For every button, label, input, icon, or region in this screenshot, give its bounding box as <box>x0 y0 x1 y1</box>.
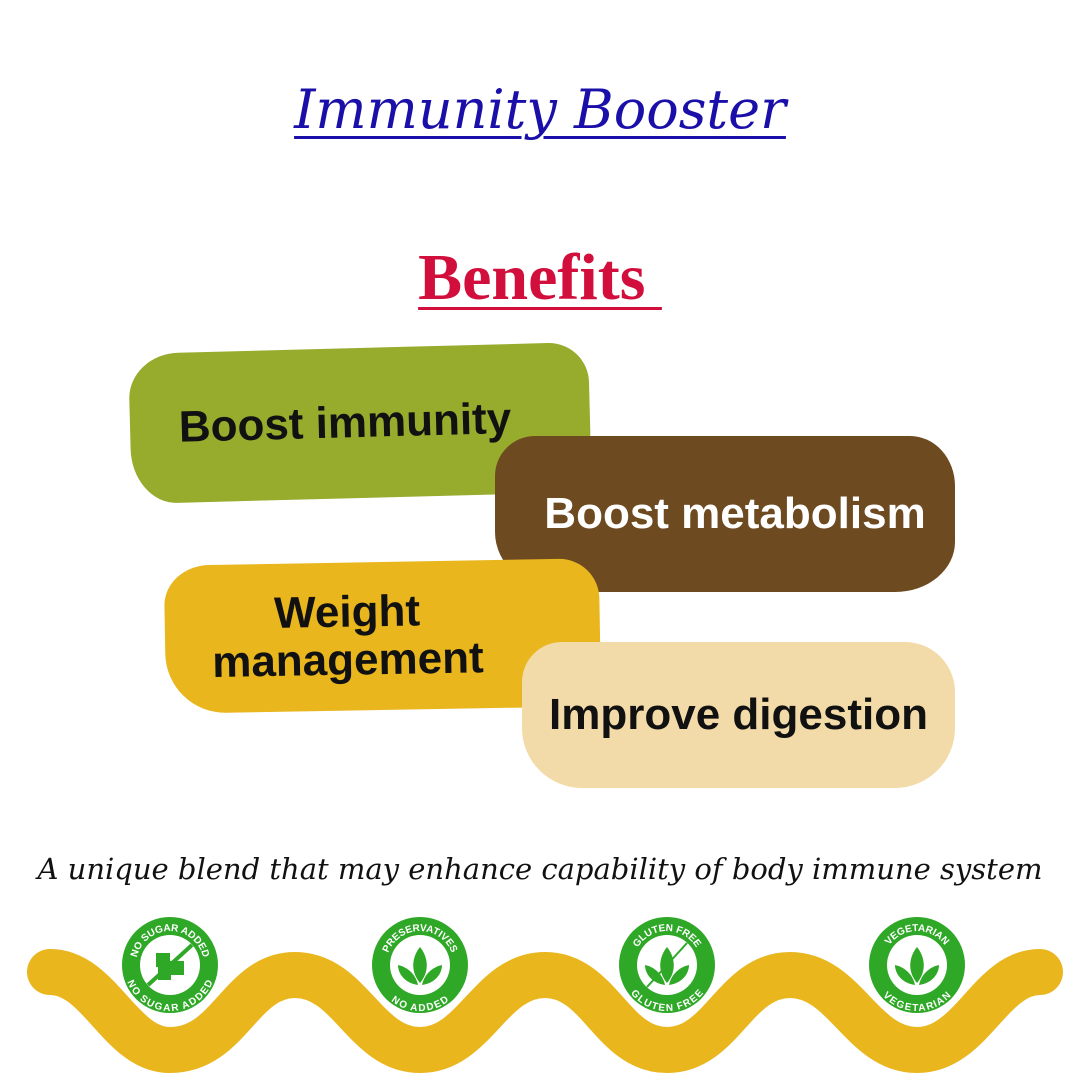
benefit-label: Boost immunity <box>178 393 512 452</box>
decorative-wave <box>27 949 1063 1074</box>
tagline: A unique blend that may enhance capabili… <box>37 852 1043 886</box>
benefit-improve-digestion: Improve digestion <box>522 642 955 788</box>
benefit-label: Boost metabolism <box>544 488 926 538</box>
page-title: Immunity Booster <box>294 78 786 141</box>
benefit-label: Improve digestion <box>549 689 928 739</box>
benefit-label: Weight management <box>211 585 485 687</box>
benefits-heading: Benefits <box>418 241 662 314</box>
